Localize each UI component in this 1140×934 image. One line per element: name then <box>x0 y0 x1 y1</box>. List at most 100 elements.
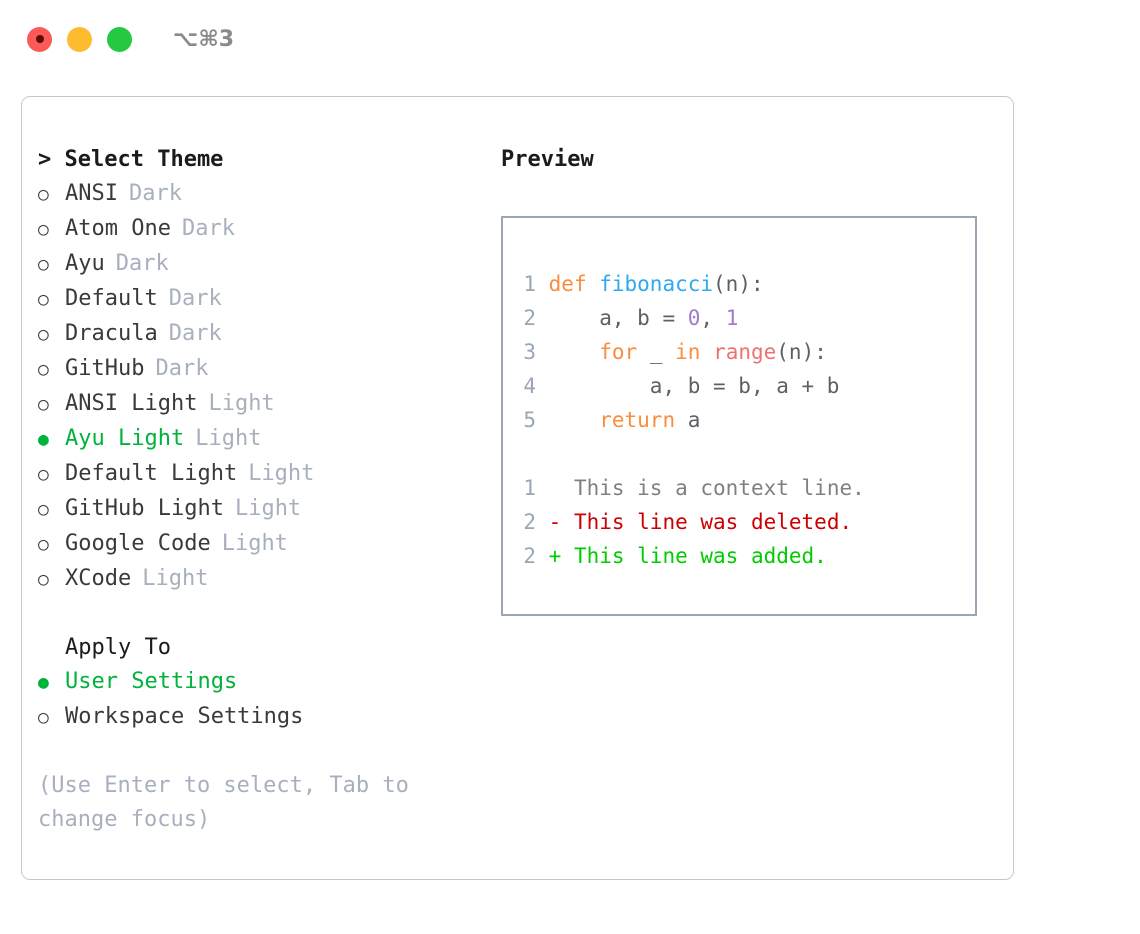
theme-option-label: GitHub <box>65 356 145 381</box>
theme-variant-tag: Light <box>234 496 302 521</box>
theme-variant-tag: Dark <box>155 356 209 381</box>
theme-variant-tag: Dark <box>168 286 222 311</box>
preview-pane: Preview 1 def fibonacci(n):2 a, b = 0, 1… <box>501 143 1001 616</box>
code-token-num: 1 <box>725 306 739 330</box>
apply-option-label: User Settings <box>65 669 238 694</box>
apply-option-label: Workspace Settings <box>65 704 304 729</box>
title-bar: ⌥⌘3 <box>0 0 1140 78</box>
theme-option-label: ANSI <box>65 181 118 206</box>
code-line: 1 def fibonacci(n): <box>514 267 865 301</box>
apply-option-workspace-settings[interactable]: ○ Workspace Settings <box>38 700 478 735</box>
radio-unselected-icon: ○ <box>38 569 49 590</box>
radio-unselected-icon: ○ <box>38 254 49 275</box>
code-line: 3 for _ in range(n): <box>514 335 865 369</box>
line-number: 1 <box>523 272 536 296</box>
theme-option-ansi[interactable]: ○ ANSI Dark <box>38 177 478 212</box>
theme-variant-tag: Dark <box>115 251 169 276</box>
code-token-fn: fibonacci <box>599 272 714 296</box>
code-token-plain: a, b = b, a + b <box>548 374 840 398</box>
preview-heading: Preview <box>501 147 594 172</box>
radio-unselected-icon: ○ <box>38 289 49 310</box>
theme-option-default-light[interactable]: ○ Default Light Light <box>38 457 478 492</box>
diff-line-ctx: 1 This is a context line. <box>514 471 865 505</box>
radio-unselected-icon: ○ <box>38 324 49 345</box>
diff-line-add: 2 + This line was added. <box>514 539 865 573</box>
keyboard-shortcut-label: ⌥⌘3 <box>173 26 235 52</box>
radio-unselected-icon: ○ <box>38 534 49 555</box>
theme-option-default[interactable]: ○ Default Dark <box>38 282 478 317</box>
theme-option-label: Atom One <box>65 216 171 241</box>
radio-unselected-icon: ○ <box>38 219 49 240</box>
radio-selected-icon: ● <box>38 672 49 693</box>
theme-option-github-light[interactable]: ○ GitHub Light Light <box>38 492 478 527</box>
theme-variant-tag: Light <box>208 391 275 416</box>
line-number: 5 <box>523 408 536 432</box>
radio-unselected-icon: ○ <box>38 359 49 380</box>
theme-variant-tag: Dark <box>181 216 235 241</box>
code-token-kw: in <box>675 340 701 364</box>
diff-text: This line was added. <box>573 544 827 568</box>
theme-option-label: Default <box>65 286 158 311</box>
theme-variant-tag: Light <box>221 531 288 556</box>
theme-option-label: Default Light <box>65 461 238 486</box>
code-token-num: 0 <box>687 306 701 330</box>
diff-marker: - <box>548 510 574 534</box>
code-token-plain <box>549 340 600 364</box>
radio-unselected-icon: ○ <box>38 464 49 485</box>
line-number: 3 <box>523 340 536 364</box>
line-number: 2 <box>523 306 536 330</box>
radio-selected-icon: ● <box>38 429 49 450</box>
radio-unselected-icon: ○ <box>38 394 49 415</box>
close-button[interactable] <box>27 26 52 52</box>
theme-option-atom-one[interactable]: ○ Atom One Dark <box>38 212 478 247</box>
hint-spacer <box>38 735 478 769</box>
apply-to-heading: Apply To <box>65 635 171 660</box>
code-token-plain: a <box>675 408 701 432</box>
theme-option-label: Ayu Light <box>65 426 185 451</box>
code-token-plain: a, b = <box>548 306 688 330</box>
theme-variant-tag: Light <box>248 461 315 486</box>
radio-unselected-icon: ○ <box>38 184 49 205</box>
theme-option-label: GitHub Light <box>65 496 224 521</box>
code-token-plain <box>700 340 713 364</box>
theme-option-label: ANSI Light <box>65 391 198 416</box>
code-token-plain <box>549 408 600 432</box>
theme-option-xcode[interactable]: ○ XCode Light <box>38 562 478 597</box>
diff-text: This is a context line. <box>573 476 865 500</box>
select-theme-heading: > Select Theme <box>38 147 224 172</box>
diff-text: This line was deleted. <box>573 510 853 534</box>
theme-option-label: XCode <box>65 566 132 591</box>
maximize-button[interactable] <box>107 26 132 52</box>
code-token-kw: return <box>599 408 676 432</box>
code-line: 5 return a <box>514 403 865 437</box>
diff-marker: + <box>548 544 574 568</box>
theme-variant-tag: Light <box>142 566 209 591</box>
radio-unselected-icon: ○ <box>38 707 49 728</box>
apply-option-user-settings[interactable]: ● User Settings <box>38 665 478 700</box>
theme-option-google-code[interactable]: ○ Google Code Light <box>38 527 478 562</box>
code-token-plain: (n): <box>713 272 764 296</box>
code-line: 4 a, b = b, a + b <box>514 369 865 403</box>
code-token-plain: _ <box>637 340 676 364</box>
diff-line-del: 2 - This line was deleted. <box>514 505 865 539</box>
theme-option-github[interactable]: ○ GitHub Dark <box>38 352 478 387</box>
code-token-plain: (n): <box>776 340 827 364</box>
line-number: 1 <box>523 476 536 500</box>
radio-unselected-icon: ○ <box>38 499 49 520</box>
theme-option-label: Google Code <box>65 531 211 556</box>
theme-option-ansi-light[interactable]: ○ ANSI Light Light <box>38 387 478 422</box>
keyboard-hint-text: (Use Enter to select, Tab to change focu… <box>38 773 409 832</box>
theme-variant-tag: Dark <box>128 181 182 206</box>
pane-spacer <box>38 597 478 631</box>
theme-variant-tag: Dark <box>168 321 222 346</box>
minimize-button[interactable] <box>67 26 92 52</box>
diff-marker <box>549 476 574 500</box>
